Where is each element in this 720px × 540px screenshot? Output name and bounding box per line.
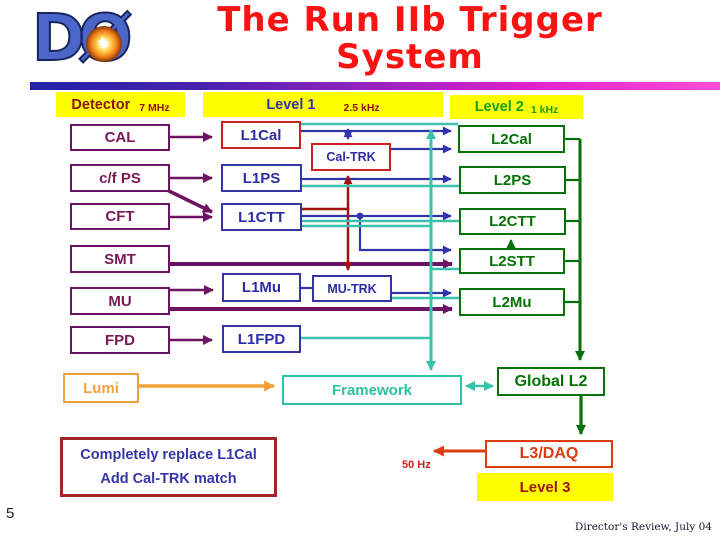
rate-50hz: 50 Hz bbox=[402, 459, 431, 471]
title-line1: The Run IIb Trigger bbox=[217, 0, 603, 40]
detector-to-l1-arrows bbox=[166, 132, 453, 345]
node-cal: CAL bbox=[70, 124, 170, 151]
header-level2: Level 2 1 kHz bbox=[450, 95, 583, 119]
divider-bar bbox=[30, 82, 720, 90]
node-cft: CFT bbox=[70, 203, 170, 230]
header-level2-rate: 1 kHz bbox=[530, 104, 559, 116]
page-title: The Run IIb Trigger System bbox=[140, 2, 680, 76]
node-l1cal: L1Cal bbox=[221, 121, 301, 149]
node-l1mu: L1Mu bbox=[222, 273, 301, 302]
node-l1fpd: L1FPD bbox=[222, 325, 301, 353]
header-detector: Detector 7 MHz bbox=[56, 92, 185, 117]
footer-text: Director's Review, July 04 bbox=[574, 521, 712, 533]
node-fpd: FPD bbox=[70, 326, 170, 354]
header-level1-rate: 2.5 kHz bbox=[343, 102, 380, 114]
header-detector-rate: 7 MHz bbox=[139, 102, 170, 114]
node-framework: Framework bbox=[282, 375, 462, 405]
arrow-l1ctt-caltrk bbox=[302, 175, 353, 211]
header-level1: Level 1 2.5 kHz bbox=[203, 92, 443, 117]
node-l2ps: L2PS bbox=[459, 166, 566, 194]
node-l2cal: L2Cal bbox=[458, 125, 565, 153]
arrow-cfps-l1ctt bbox=[166, 188, 213, 214]
header-level1-label: Level 1 bbox=[266, 96, 316, 113]
junction-dot bbox=[356, 212, 364, 220]
node-caltrk: Cal-TRK bbox=[311, 143, 391, 171]
node-l2ctt: L2CTT bbox=[459, 208, 566, 235]
d0-logo: DØ bbox=[28, 1, 140, 80]
note-line1: Completely replace L1Cal bbox=[80, 447, 257, 464]
starburst-icon bbox=[86, 26, 122, 62]
header-level3: Level 3 bbox=[477, 473, 613, 501]
node-mutrk: MU-TRK bbox=[312, 275, 392, 302]
node-l3daq: L3/DAQ bbox=[485, 440, 613, 468]
track-match-arrows bbox=[302, 175, 353, 271]
node-lumi: Lumi bbox=[63, 373, 139, 403]
node-l2mu: L2Mu bbox=[459, 288, 565, 316]
header-detector-label: Detector bbox=[71, 96, 131, 113]
node-l1ctt: L1CTT bbox=[221, 203, 302, 231]
node-l2stt: L2STT bbox=[459, 248, 565, 274]
node-global-l2: Global L2 bbox=[497, 367, 605, 396]
node-mu: MU bbox=[70, 287, 170, 315]
node-cfps: c/f PS bbox=[70, 164, 170, 192]
node-l1ps: L1PS bbox=[221, 164, 302, 192]
title-line2: System bbox=[336, 37, 484, 77]
node-smt: SMT bbox=[70, 245, 170, 273]
note-box: Completely replace L1Cal Add Cal-TRK mat… bbox=[60, 437, 277, 497]
arrow-l1ctt-l2stt bbox=[358, 216, 452, 255]
page-number: 5 bbox=[6, 505, 15, 522]
note-line2: Add Cal-TRK match bbox=[100, 470, 237, 487]
header-level2-label: Level 2 bbox=[474, 99, 524, 115]
